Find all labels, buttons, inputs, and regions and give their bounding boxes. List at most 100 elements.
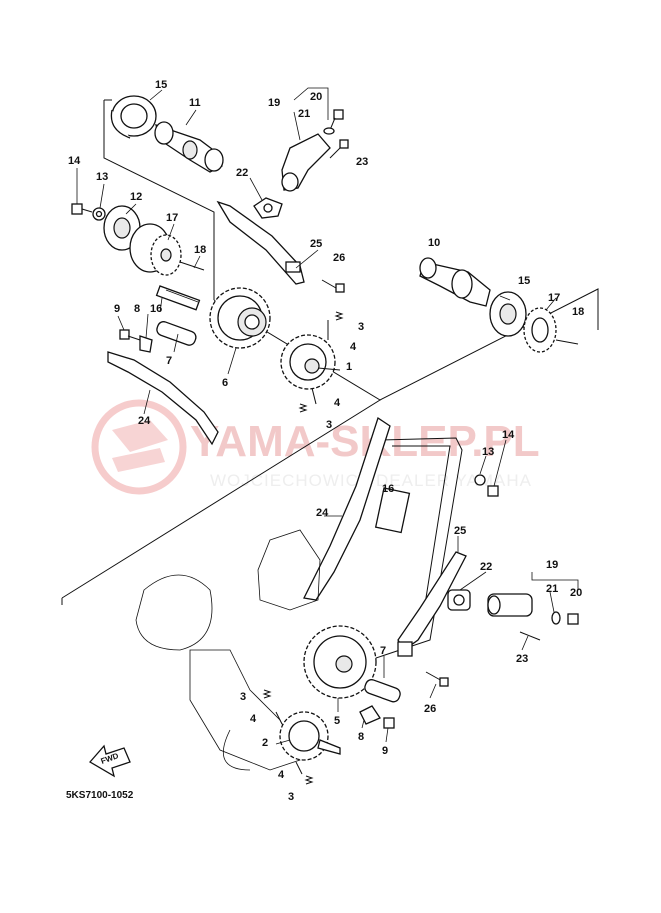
callout-12: 12 (130, 191, 142, 203)
bearing-15-left (110, 95, 157, 139)
pin-4-lower (311, 387, 317, 405)
callout-5: 5 (334, 715, 340, 727)
callout-8-upper: 8 (134, 303, 140, 315)
callout-9-lower: 9 (382, 745, 388, 757)
callout-3-crank-lower: 3 (288, 791, 294, 803)
callout-26-top: 26 (333, 252, 345, 264)
guide-25-lower (397, 551, 467, 657)
spring-3-crank-upper (262, 689, 272, 699)
callout-4-upper: 4 (350, 341, 357, 353)
stopper-8-lower (359, 705, 381, 725)
rotor-sprocket-17-right (523, 307, 557, 353)
callout-2: 2 (262, 737, 268, 749)
callout-16-upper: 16 (150, 303, 162, 315)
pin-18-right (555, 339, 579, 345)
callout-23-top: 23 (356, 156, 368, 168)
washer-13-right (474, 474, 486, 486)
shaft-7-lower (364, 679, 401, 703)
callout-17-right: 17 (548, 292, 560, 304)
idler-gear-6 (209, 287, 271, 349)
bolt-20-lower (567, 613, 579, 625)
callout-25-lower: 25 (454, 525, 466, 537)
spring-3-lower (298, 403, 308, 413)
bolt-20-top (329, 109, 344, 131)
leader-lines (76, 87, 579, 745)
callout-17-left: 17 (166, 212, 178, 224)
bearing-15-right (489, 291, 527, 337)
gear-2 (279, 711, 341, 761)
callout-14-left: 14 (68, 155, 81, 167)
callout-15-left: 15 (155, 79, 167, 91)
spring-3-crank-lower (304, 775, 314, 785)
stopper-8-upper (139, 335, 153, 353)
callout-10: 10 (428, 237, 440, 249)
callout-15-right: 15 (518, 275, 530, 287)
callout-21-lower: 21 (546, 583, 558, 595)
callout-1: 1 (346, 361, 352, 373)
guide-24-upper (107, 351, 219, 446)
fwd-arrow-icon: FWD (88, 744, 131, 778)
callout-18-left: 18 (194, 244, 206, 256)
callout-16-lower: 16 (382, 483, 394, 495)
callout-21-top: 21 (298, 108, 310, 120)
callout-11: 11 (189, 97, 201, 109)
shaft-7-upper (156, 321, 197, 346)
callout-13-left: 13 (96, 171, 108, 183)
watermark-logo (91, 399, 187, 495)
tensioner-19-lower (487, 593, 533, 617)
gasket-22-lower (447, 589, 471, 611)
callout-3-upper: 3 (358, 321, 364, 333)
callout-9-upper: 9 (114, 303, 120, 315)
guide-24-lower (303, 416, 391, 601)
rotor-sprocket-17-left (129, 223, 182, 276)
washer-21-lower (551, 611, 561, 625)
callout-4-crank-upper: 4 (250, 713, 257, 725)
bolt-14-left (71, 203, 93, 215)
bolt-14-right (487, 485, 499, 497)
callout-7-lower: 7 (380, 645, 386, 657)
gasket-22-top (253, 197, 283, 219)
spring-3-upper (334, 311, 344, 321)
watermark: YAMA-SKLEP.PL WOJCIECHOWICZ DEALER YAMAH… (91, 399, 540, 495)
callout-19-lower: 19 (546, 559, 558, 571)
bolt-23-top (329, 139, 349, 159)
callout-13-right: 13 (482, 446, 494, 458)
callout-3-crank-upper: 3 (240, 691, 246, 703)
callout-4-mid: 4 (334, 397, 341, 409)
washer-21-top (323, 127, 335, 135)
tensioner-19-top (281, 133, 331, 192)
callout-19-top: 19 (268, 97, 280, 109)
pin-4-crank-lower (295, 761, 303, 775)
callout-labels: 15 11 19 20 21 23 22 14 13 12 17 18 25 2… (68, 79, 584, 803)
callout-8-lower: 8 (358, 731, 364, 743)
callout-20-lower: 20 (570, 587, 582, 599)
bolt-9-lower (383, 717, 395, 729)
callout-25-top: 25 (310, 238, 322, 250)
washer-13-left (92, 207, 106, 221)
guide-25-top (216, 200, 305, 285)
crankcase-outline (135, 529, 321, 771)
diagram-code: 5KS7100-1052 (66, 790, 134, 801)
callout-7-upper: 7 (166, 355, 172, 367)
callout-6: 6 (222, 377, 228, 389)
callout-22-top: 22 (236, 167, 248, 179)
pin-4-crank-upper (275, 711, 283, 725)
pin-18-left (179, 261, 205, 271)
callout-18-right: 18 (572, 306, 584, 318)
bolt-9-upper (119, 329, 141, 341)
callout-23-lower: 23 (516, 653, 528, 665)
bolt-23-lower (519, 631, 541, 641)
callout-3-mid: 3 (326, 419, 332, 431)
chain-16-lower (374, 487, 411, 534)
callout-26-lower: 26 (424, 703, 436, 715)
bolt-26-top (321, 279, 345, 293)
drive-gear-1 (280, 334, 341, 390)
camshaft-10 (419, 257, 491, 307)
callout-24-upper: 24 (138, 415, 151, 427)
callout-20-top: 20 (310, 91, 322, 103)
callout-24-lower: 24 (316, 507, 329, 519)
callout-22-lower: 22 (480, 561, 492, 573)
callout-4-crank-lower: 4 (278, 769, 285, 781)
camshaft-11 (154, 121, 224, 173)
